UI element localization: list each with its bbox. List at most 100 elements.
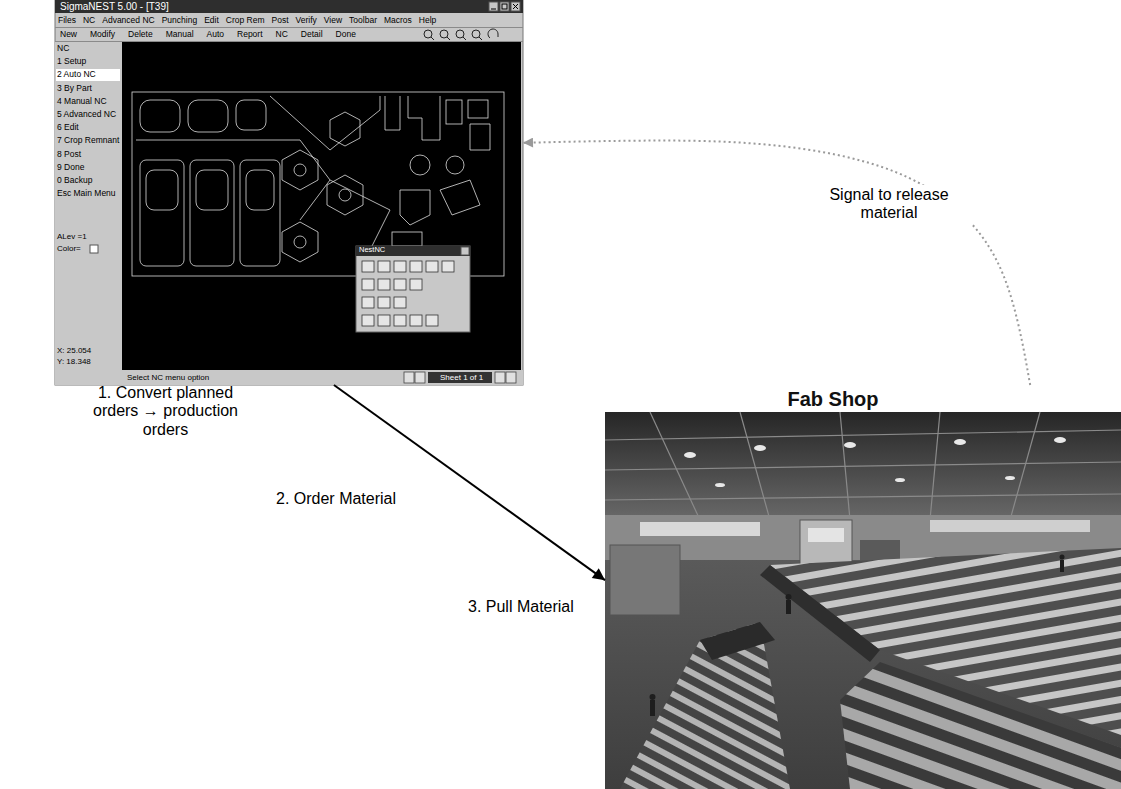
status-value: Color=: [57, 244, 81, 253]
nest-drawing: [236, 100, 266, 130]
menu-item: Verify: [296, 16, 317, 26]
ceiling-lights: [754, 445, 766, 451]
fab-shop-photo: [605, 412, 1121, 789]
roof-truss: [605, 462, 1121, 470]
tool-palette: [394, 261, 406, 272]
fab-shop-photo: [605, 412, 1121, 789]
nest-drawing: [400, 190, 430, 225]
nest-drawing: [282, 222, 318, 262]
toolbar-button: Modify: [90, 30, 115, 40]
nest-drawing: [132, 92, 504, 276]
menu-item: Advanced NC: [102, 16, 154, 26]
flow-arrow: [334, 385, 605, 580]
nest-drawing: [330, 112, 360, 146]
app-window-frame: [502, 4, 507, 9]
tool-palette: [442, 261, 454, 272]
sheet-indicator: Sheet 1 of 1: [440, 373, 483, 382]
sidebar-item: 1 Setup: [57, 57, 86, 67]
zoom-icons: [488, 29, 498, 38]
toolbar-button: New: [60, 30, 77, 40]
ceiling-lights: [895, 478, 905, 482]
roller-bed: [840, 662, 1121, 789]
control-cabin: [800, 520, 852, 565]
bed-edge: [760, 565, 880, 662]
menu-item: Files: [58, 16, 76, 26]
tool-palette: [426, 315, 438, 326]
zoom-icons: [456, 30, 464, 38]
nest-drawing: [339, 189, 351, 201]
conveyor-edge: [700, 622, 775, 660]
zoom-icons: [424, 29, 498, 40]
tool-palette: [362, 261, 374, 272]
roof: [605, 412, 1121, 522]
nest-drawing: [190, 160, 234, 266]
nest-drawing: [410, 155, 430, 175]
nest-drawing: [146, 170, 178, 210]
sidebar-item: 5 Advanced NC: [57, 110, 116, 120]
sidebar-item: 3 By Part: [57, 84, 92, 94]
tool-palette: [362, 261, 454, 326]
zoom-icons: [440, 30, 448, 38]
ceiling-lights: [954, 439, 966, 445]
step-note: 1. Convert planned orders → production o…: [78, 384, 253, 439]
photo-heading: Fab Shop: [605, 387, 1061, 411]
sidebar: [55, 42, 122, 370]
menu-item: Punching: [162, 16, 197, 26]
drawing-canvas: [122, 42, 521, 370]
ceiling-lights: [1054, 437, 1066, 443]
nest-drawing: [140, 160, 184, 266]
ceiling-lights: [715, 483, 725, 487]
sidebar-item: 0 Backup: [57, 176, 92, 186]
sidebar-item: 7 Crop Remnant: [57, 136, 119, 146]
nest-drawing: [392, 232, 422, 246]
app-window-frame: [489, 2, 498, 11]
fab-shop: Fab Shop: [605, 385, 1121, 789]
nest-drawing: [294, 236, 306, 248]
title-bar: [55, 0, 523, 13]
nest-drawing: [446, 100, 462, 124]
sidebar-item: 8 Post: [57, 150, 81, 160]
status-text: Select NC menu option: [127, 373, 209, 382]
menu-item: Toolbar: [349, 16, 377, 26]
tool-palette: [378, 297, 390, 308]
workers: [786, 600, 791, 614]
menu-divider: [55, 27, 523, 28]
roof-truss: [605, 430, 1121, 440]
sidebar-item: NC: [57, 44, 69, 54]
toolbar-button: NC: [276, 30, 288, 40]
nest-drawing: [136, 140, 330, 220]
ceiling-lights: [1005, 476, 1015, 480]
nest-drawing: [196, 170, 228, 210]
zoom-icons: [463, 37, 466, 40]
window-strip: [640, 522, 760, 536]
sidebar-item: 4 Manual NC: [57, 97, 107, 107]
toolbar-button: Delete: [128, 30, 153, 40]
tool-palette: [356, 246, 470, 332]
tool-palette: [362, 279, 374, 290]
palette-title: NestNC: [359, 246, 385, 255]
nest-drawing: [468, 100, 488, 118]
nest-drawing: [327, 175, 363, 215]
menu-item: Post: [272, 16, 289, 26]
zoom-icons: [424, 30, 432, 38]
toolbar-button: Auto: [207, 30, 225, 40]
workers: [650, 694, 656, 700]
nest-drawing: [408, 96, 440, 140]
signal-note: Signal to release material: [797, 185, 981, 224]
nest-drawing: [294, 164, 306, 176]
nest-drawing: [470, 124, 490, 150]
nest-drawing: [385, 96, 400, 130]
toolbar-button: Report: [237, 30, 263, 40]
zoom-icons: [472, 30, 480, 38]
menu-item: Edit: [204, 16, 219, 26]
tool-palette: [410, 279, 422, 290]
ceiling-lights: [684, 437, 1066, 487]
app-window-frame: [511, 2, 520, 11]
zoom-icons: [479, 37, 482, 40]
workers: [1060, 560, 1064, 572]
step-note: 3. Pull Material: [468, 598, 574, 616]
workers: [650, 555, 1065, 717]
tool-palette: [394, 315, 406, 326]
tool-palette: [378, 261, 390, 272]
ceiling-lights: [684, 452, 696, 458]
